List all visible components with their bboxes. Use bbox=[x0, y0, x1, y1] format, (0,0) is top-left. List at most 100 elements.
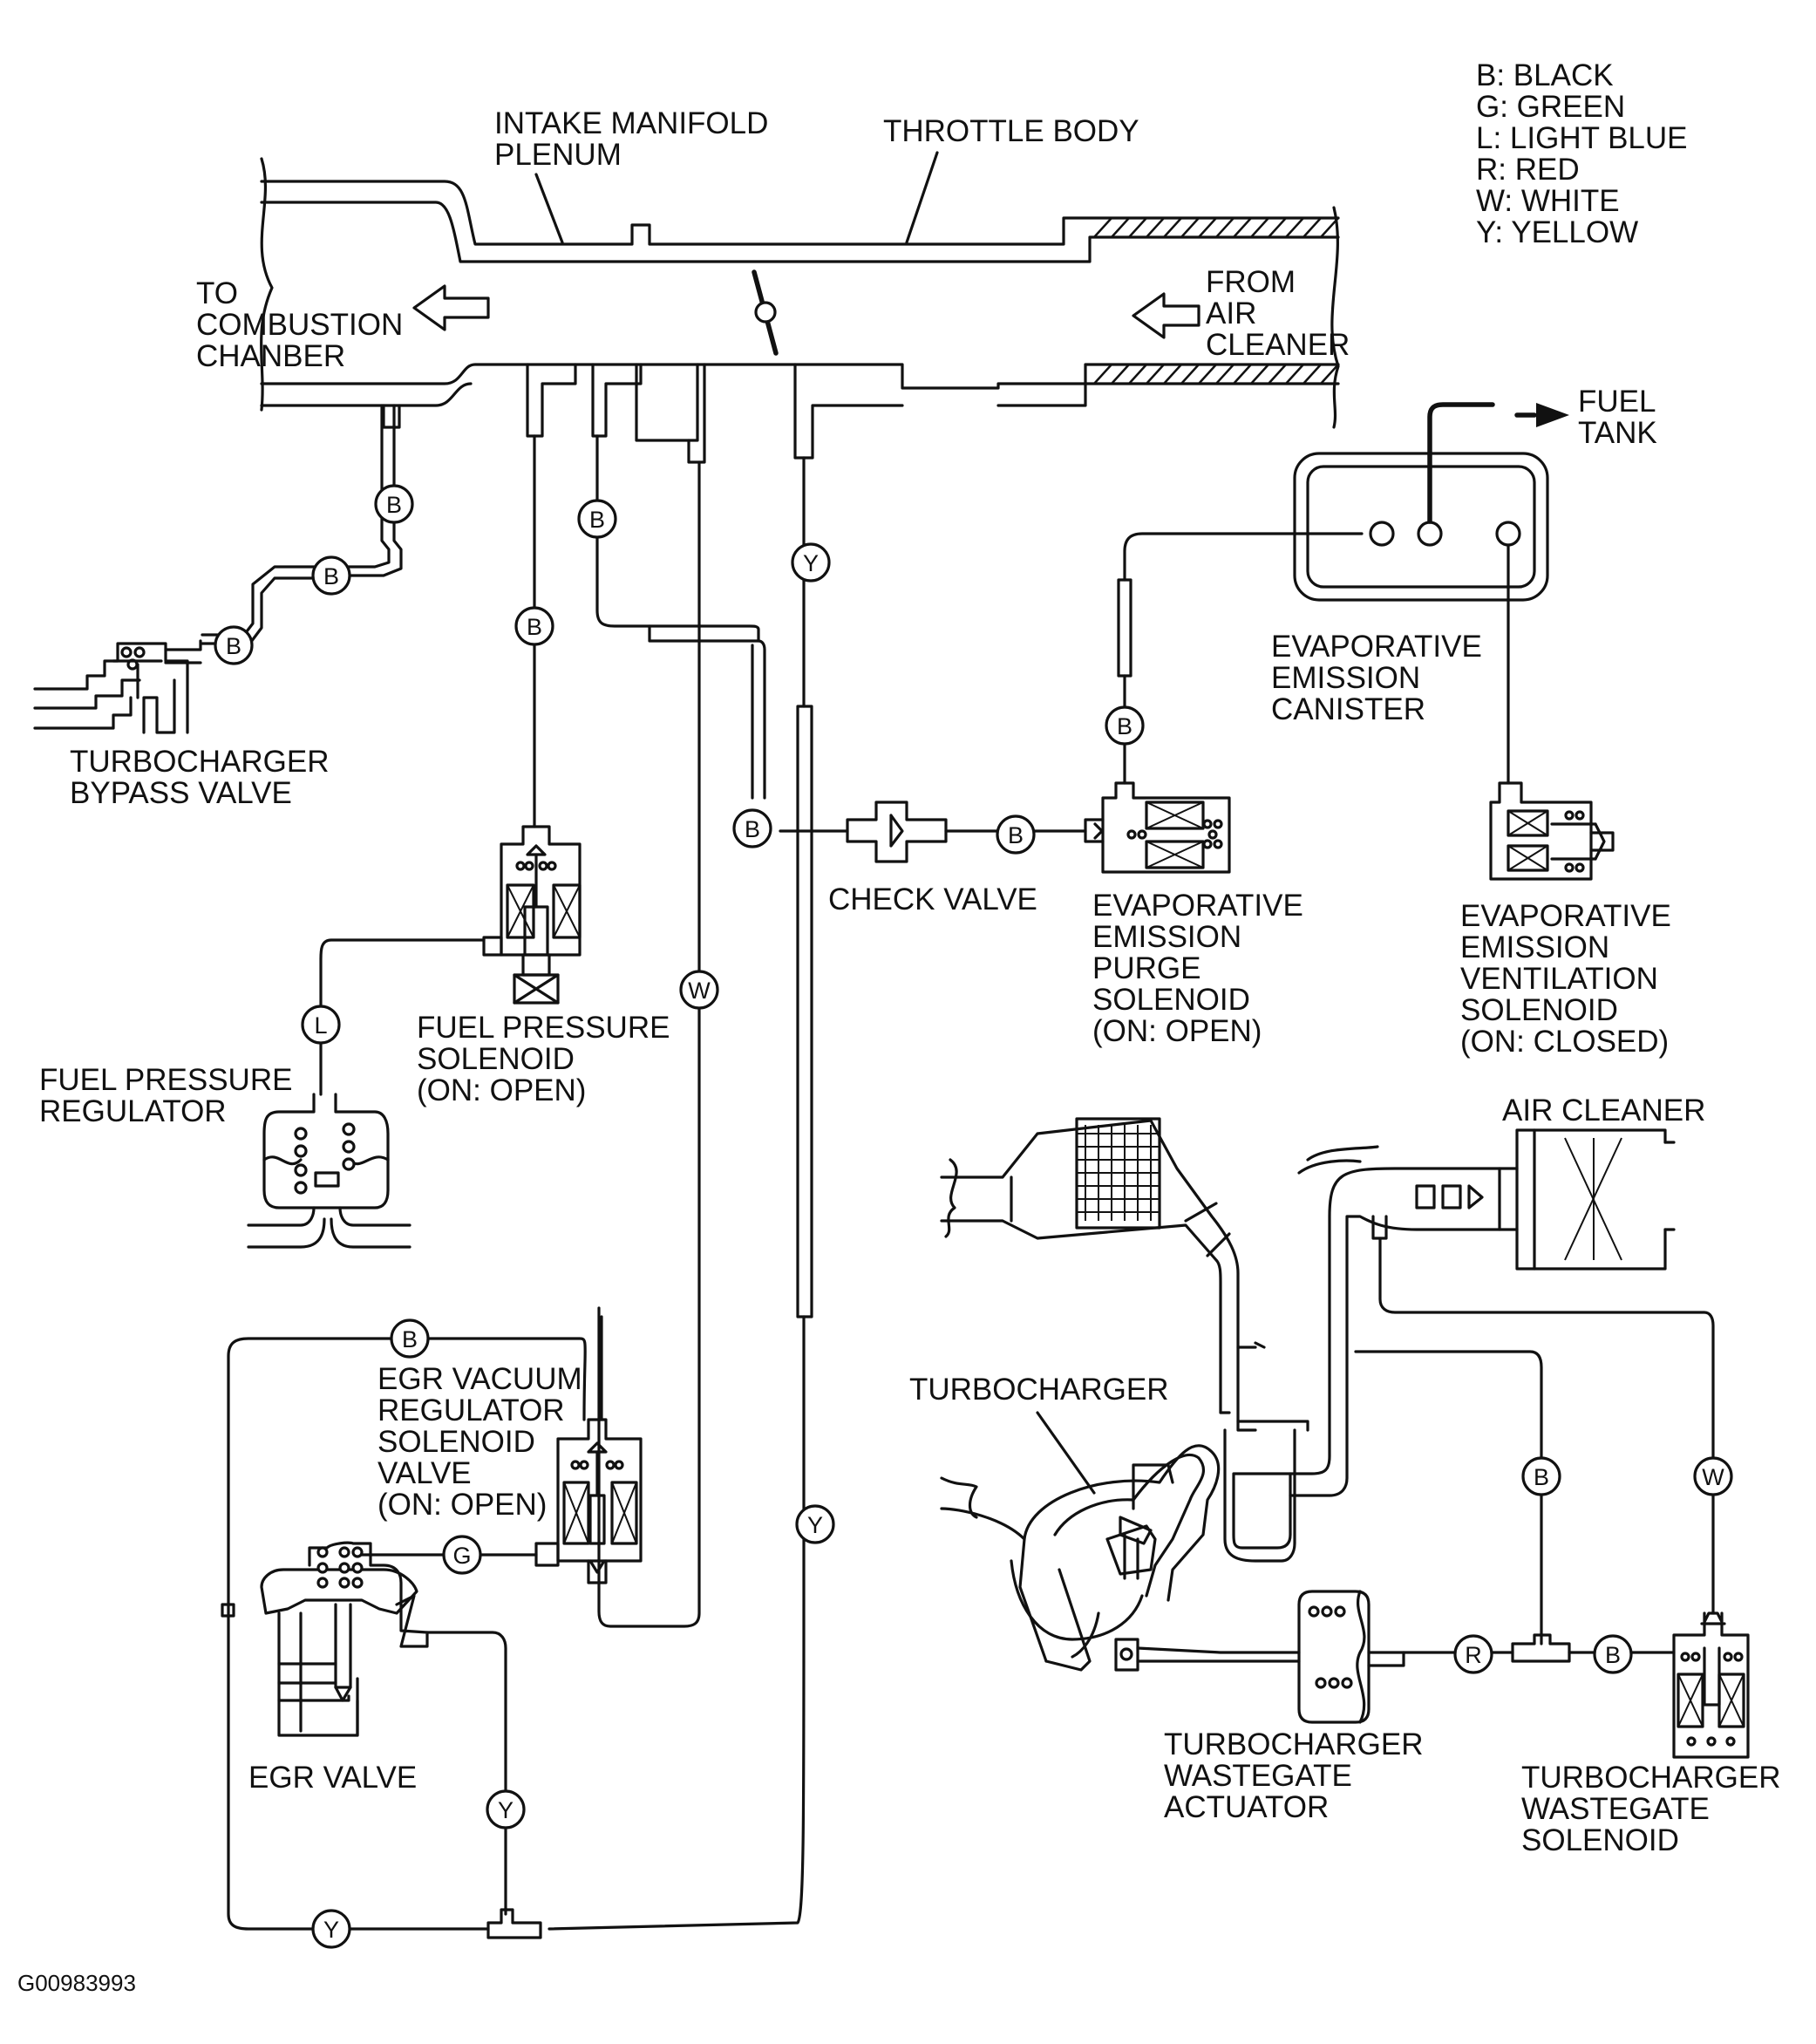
svg-text:B: B bbox=[402, 1326, 418, 1352]
svg-text:EVAPORATIVE: EVAPORATIVE bbox=[1460, 899, 1671, 933]
svg-text:SOLENOID: SOLENOID bbox=[1521, 1823, 1679, 1857]
hose-tag-egr-white: W bbox=[679, 970, 719, 1010]
wastegate-solenoid bbox=[1672, 1611, 1750, 1759]
hose-tag-wastegate-black: B bbox=[1521, 1456, 1561, 1496]
svg-text:(ON: CLOSED): (ON: CLOSED) bbox=[1460, 1025, 1669, 1059]
svg-text:FUEL: FUEL bbox=[1578, 385, 1656, 419]
svg-text:CANISTER: CANISTER bbox=[1271, 692, 1425, 726]
label-turbocharger-bypass-valve: TURBOCHARGER BYPASS VALVE bbox=[70, 745, 330, 810]
svg-text:FUEL PRESSURE: FUEL PRESSURE bbox=[417, 1011, 670, 1045]
hose-tag-check-valve-out: B bbox=[996, 814, 1036, 855]
svg-text:B: B bbox=[226, 633, 241, 659]
evap-ventilation-solenoid bbox=[1489, 781, 1615, 881]
svg-text:TURBOCHARGER: TURBOCHARGER bbox=[70, 745, 330, 779]
fuel-pressure-regulator bbox=[247, 1093, 411, 1249]
svg-text:B: B bbox=[745, 816, 760, 842]
svg-text:FUEL PRESSURE: FUEL PRESSURE bbox=[39, 1063, 292, 1097]
hose-tag-wastegate-white: W bbox=[1693, 1456, 1733, 1496]
wastegate-actuator bbox=[1114, 1590, 1405, 1724]
hose-tag-egr-yellow-vert: Y bbox=[486, 1789, 526, 1829]
flow-arrow-from-air-cleaner bbox=[1132, 292, 1200, 339]
hose-tag-canister-feed: B bbox=[577, 499, 617, 539]
svg-text:TURBOCHARGER: TURBOCHARGER bbox=[1521, 1761, 1781, 1795]
svg-text:B: B bbox=[323, 563, 339, 589]
hose-egr-white bbox=[597, 460, 701, 1628]
hose-tag-check-valve-in: B bbox=[732, 808, 772, 848]
svg-text:Y: Y bbox=[803, 550, 819, 576]
svg-text:L: L bbox=[314, 1012, 327, 1039]
hose-bypass-valve bbox=[201, 404, 403, 647]
label-turbocharger: TURBOCHARGER bbox=[909, 1373, 1169, 1495]
label-air-cleaner: AIR CLEANER bbox=[1502, 1094, 1705, 1128]
label-check-valve: CHECK VALVE bbox=[828, 882, 1037, 916]
svg-text:REGULATOR: REGULATOR bbox=[377, 1393, 565, 1427]
throttle-plate-pivot bbox=[754, 301, 777, 324]
svg-text:SOLENOID: SOLENOID bbox=[417, 1042, 575, 1076]
svg-text:INTAKE MANIFOLD: INTAKE MANIFOLD bbox=[494, 106, 768, 140]
svg-text:COMBUSTION: COMBUSTION bbox=[196, 308, 403, 342]
label-wastegate-solenoid: TURBOCHARGER WASTEGATE SOLENOID bbox=[1521, 1761, 1781, 1857]
svg-text:B: BLACK: B: BLACK bbox=[1476, 58, 1614, 92]
svg-text:G: GREEN: G: GREEN bbox=[1476, 90, 1625, 124]
intercooler bbox=[940, 1117, 1266, 1432]
hose-wastegate bbox=[1354, 1237, 1715, 1654]
turbocharger-bypass-valve bbox=[33, 639, 202, 734]
svg-text:R: R bbox=[1465, 1642, 1482, 1668]
hose-tag-purge-in: B bbox=[1105, 705, 1145, 746]
svg-text:AIR: AIR bbox=[1206, 296, 1256, 330]
hose-tag-egr-top: B bbox=[390, 1318, 430, 1359]
svg-text:EMISSION: EMISSION bbox=[1460, 930, 1609, 964]
svg-text:W: W bbox=[1702, 1464, 1724, 1490]
svg-text:PLENUM: PLENUM bbox=[494, 138, 622, 172]
svg-text:B: B bbox=[1117, 713, 1132, 739]
egr-vacuum-regulator-solenoid-valve bbox=[534, 1418, 643, 1584]
hose-tag-yellow-upper: Y bbox=[791, 542, 831, 583]
svg-text:Y: Y bbox=[807, 1512, 823, 1538]
svg-text:L: LIGHT BLUE: L: LIGHT BLUE bbox=[1476, 121, 1688, 155]
svg-text:B: B bbox=[1534, 1464, 1549, 1490]
svg-text:EVAPORATIVE: EVAPORATIVE bbox=[1092, 889, 1303, 923]
svg-text:TO: TO bbox=[196, 276, 238, 310]
evap-purge-solenoid bbox=[1084, 781, 1231, 874]
intake-duct-air-cleaner bbox=[1289, 1145, 1501, 1497]
tee-fitting-wastegate bbox=[1511, 1633, 1571, 1663]
svg-text:VALVE: VALVE bbox=[377, 1456, 472, 1490]
svg-text:REGULATOR: REGULATOR bbox=[39, 1094, 227, 1128]
hose-canister-feed bbox=[595, 434, 766, 800]
svg-text:W: W bbox=[688, 978, 711, 1004]
svg-text:BYPASS VALVE: BYPASS VALVE bbox=[70, 776, 292, 810]
svg-text:CHECK VALVE: CHECK VALVE bbox=[828, 882, 1037, 916]
label-evap-ventilation-solenoid: EVAPORATIVE EMISSION VENTILATION SOLENOI… bbox=[1460, 899, 1671, 1059]
svg-text:B: B bbox=[1605, 1642, 1621, 1668]
svg-text:EGR VACUUM: EGR VACUUM bbox=[377, 1362, 582, 1396]
svg-text:SOLENOID: SOLENOID bbox=[377, 1425, 535, 1459]
svg-text:(ON: OPEN): (ON: OPEN) bbox=[417, 1073, 586, 1107]
svg-text:G: G bbox=[452, 1543, 471, 1569]
svg-text:EMISSION: EMISSION bbox=[1271, 661, 1420, 695]
svg-text:B: B bbox=[589, 507, 605, 533]
turbocharger bbox=[940, 1420, 1309, 1672]
svg-text:Y: Y bbox=[323, 1917, 339, 1943]
svg-text:B: B bbox=[386, 492, 402, 518]
egr-valve bbox=[260, 1541, 429, 1737]
svg-text:ACTUATOR: ACTUATOR bbox=[1164, 1790, 1329, 1824]
svg-text:EGR VALVE: EGR VALVE bbox=[248, 1761, 417, 1795]
fuel-pressure-solenoid bbox=[482, 825, 582, 1005]
svg-text:SOLENOID: SOLENOID bbox=[1460, 993, 1618, 1027]
svg-text:Y: Y bbox=[498, 1797, 514, 1823]
svg-text:EVAPORATIVE: EVAPORATIVE bbox=[1271, 630, 1482, 664]
intake-manifold-plenum bbox=[259, 157, 1340, 464]
air-cleaner bbox=[1498, 1128, 1676, 1271]
label-egr-valve: EGR VALVE bbox=[248, 1761, 417, 1795]
flow-arrow-to-combustion bbox=[412, 284, 490, 331]
svg-text:W: WHITE: W: WHITE bbox=[1476, 184, 1620, 218]
hose-tag-wastegate-black-2: B bbox=[1593, 1634, 1633, 1674]
hose-tag-egr-green: G bbox=[442, 1535, 482, 1575]
hose-fp-regulator bbox=[319, 938, 486, 1096]
check-valve bbox=[846, 801, 948, 863]
svg-text:(ON: OPEN): (ON: OPEN) bbox=[1092, 1014, 1262, 1048]
svg-text:G00983993: G00983993 bbox=[17, 1970, 136, 1996]
hose-tag-bypass-2: B bbox=[311, 555, 351, 596]
evap-emission-canister bbox=[1293, 402, 1569, 602]
label-fuel-pressure-regulator: FUEL PRESSURE REGULATOR bbox=[39, 1063, 292, 1128]
